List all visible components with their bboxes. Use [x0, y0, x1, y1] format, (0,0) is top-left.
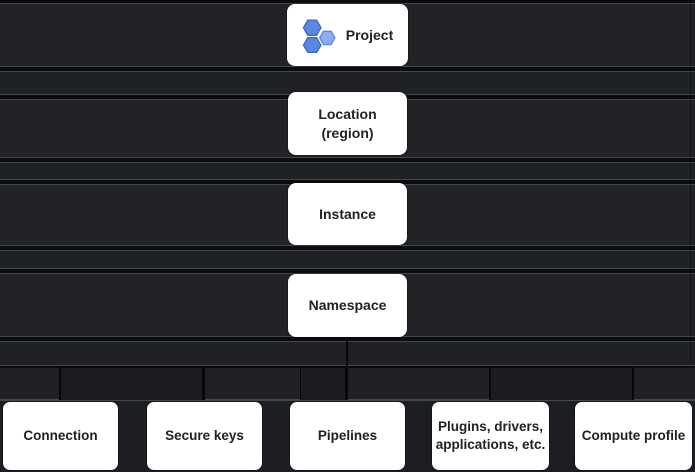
- namespace-node: Namespace: [288, 274, 407, 337]
- hexagons-cluster-icon: [302, 18, 336, 53]
- connector-segment-right: [490, 368, 633, 400]
- plugins-label-line1: Plugins, drivers,: [437, 419, 544, 435]
- connection-label: Connection: [23, 428, 98, 444]
- secure-keys-node: Secure keys: [147, 402, 262, 470]
- project-label: Project: [345, 26, 394, 43]
- instance-namespace-gap-band: [0, 250, 695, 269]
- location-node: Location (region): [288, 92, 407, 155]
- namespace-label: Namespace: [308, 297, 387, 314]
- pipelines-node: Pipelines: [290, 402, 405, 470]
- compute-profile-connector-line: [632, 367, 634, 400]
- connection-node: Connection: [3, 402, 118, 470]
- location-label-line1: Location: [318, 106, 377, 123]
- namespace-connector-line: [346, 340, 348, 368]
- connector-segment-left: [60, 368, 203, 400]
- instance-label: Instance: [319, 205, 376, 222]
- plugins-label-line2: applications, etc.: [435, 437, 546, 452]
- location-label-line2: (region): [321, 124, 374, 141]
- instance-node: Instance: [288, 183, 407, 245]
- compute-profile-node: Compute profile: [575, 402, 692, 470]
- project-location-gap-band: [0, 71, 695, 95]
- pipelines-label: Pipelines: [317, 428, 378, 444]
- plugins-node: Plugins, drivers, applications, etc.: [432, 402, 549, 470]
- project-node: Project: [287, 4, 408, 66]
- plugins-connector-line: [489, 367, 491, 400]
- container-right-edge-line: [690, 3, 691, 363]
- connector-segment-middle: [300, 368, 346, 400]
- pipelines-connector-line: [346, 367, 348, 400]
- connection-connector-line: [59, 367, 61, 400]
- secure-keys-label: Secure keys: [165, 428, 244, 444]
- location-instance-gap-band: [0, 162, 695, 180]
- secure-keys-connector-line: [203, 367, 205, 400]
- compute-profile-label: Compute profile: [581, 428, 686, 444]
